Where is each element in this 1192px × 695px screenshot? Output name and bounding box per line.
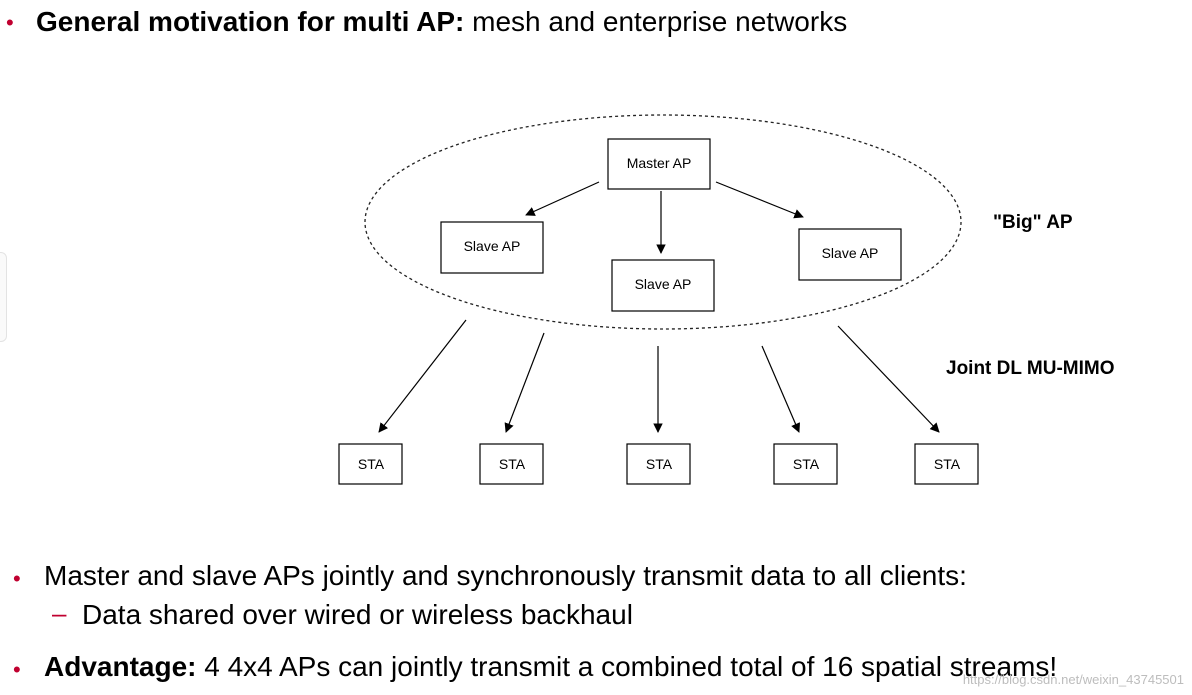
- sta-label-4: STA: [793, 456, 820, 472]
- bullet-2-line: Advantage: 4 4x4 APs can jointly transmi…: [44, 651, 1057, 683]
- joint-dl-mu-mimo-label: Joint DL MU-MIMO: [946, 358, 1115, 379]
- arrow-to-sta-4: [761, 345, 800, 433]
- sta-label-2: STA: [499, 456, 526, 472]
- sta-box-3: [626, 443, 691, 485]
- slave-ap-right-box: [798, 228, 902, 281]
- advantage-text: 4 4x4 APs can jointly transmit a combine…: [196, 651, 1058, 682]
- sta-box-1: [338, 443, 403, 485]
- arrow-to-sta-1: [378, 319, 467, 433]
- bullet-1-text: Master and slave APs jointly and synchro…: [44, 560, 967, 591]
- sta-box-4: [773, 443, 838, 485]
- sub-bullet-dash: –: [52, 598, 67, 628]
- bullet-dot: •: [6, 10, 14, 35]
- sta-label-3: STA: [646, 456, 673, 472]
- watermark: https://blog.csdn.net/weixin_43745501: [962, 672, 1184, 687]
- big-ap-ellipse: [364, 114, 962, 330]
- header-rest: mesh and enterprise networks: [464, 6, 848, 37]
- sta-box-5: [914, 443, 979, 485]
- sta-label-5: STA: [934, 456, 961, 472]
- slave-ap-center-label: Slave AP: [635, 276, 692, 292]
- arrow-master-to-slave-right: [715, 181, 804, 219]
- arrow-to-sta-2: [504, 332, 545, 433]
- bullet-dot: •: [13, 566, 21, 591]
- advantage-label: Advantage:: [44, 651, 197, 682]
- sta-label-1: STA: [358, 456, 385, 472]
- slave-ap-left-box: [440, 221, 544, 274]
- master-ap-box: [607, 138, 711, 190]
- sub-bullet-text: Data shared over wired or wireless backh…: [82, 599, 633, 630]
- slave-ap-left-label: Slave AP: [464, 238, 521, 254]
- slave-ap-right-label: Slave AP: [822, 245, 879, 261]
- master-ap-label: Master AP: [627, 155, 692, 171]
- header-line: General motivation for multi AP: mesh an…: [36, 6, 847, 38]
- arrow-master-to-slave-left: [525, 181, 600, 216]
- slave-ap-center-box: [611, 259, 715, 312]
- big-ap-label: "Big" AP: [993, 212, 1073, 233]
- header-bold: General motivation for multi AP:: [36, 6, 465, 37]
- bullet-dot: •: [13, 657, 21, 682]
- arrow-to-sta-5: [837, 325, 940, 433]
- sta-box-2: [479, 443, 544, 485]
